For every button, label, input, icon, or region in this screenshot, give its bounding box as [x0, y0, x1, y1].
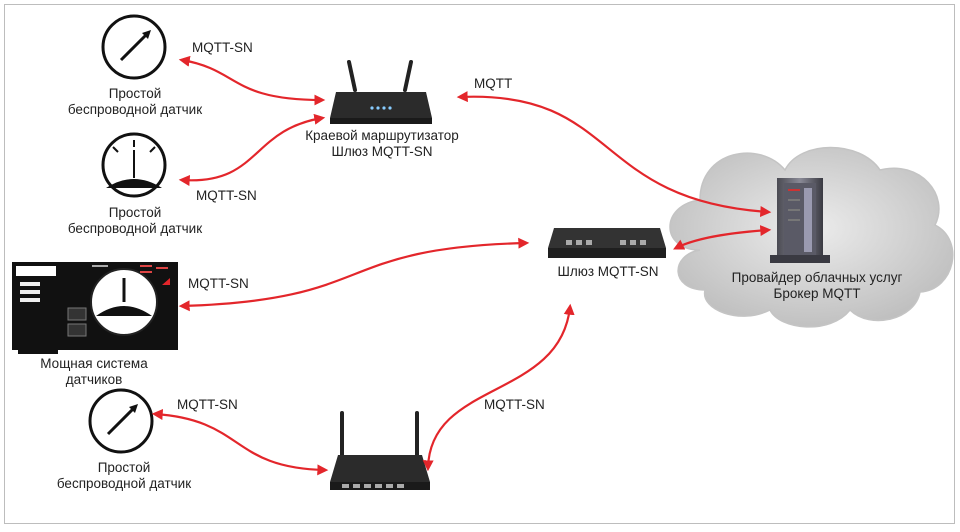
cloud-label-line1: Провайдер облачных услуг: [731, 270, 903, 285]
gauge-needle-icon: [101, 14, 167, 80]
router-icon: [330, 60, 432, 124]
protocol-label-sensor-mid: MQTT-SN: [196, 188, 257, 203]
sensor-top-label-line1: Простой: [108, 86, 162, 101]
protocol-label-powerful: MQTT-SN: [188, 276, 249, 291]
sensor-mid-label-line2: беспроводной датчик: [67, 221, 203, 236]
gateway-label: Шлюз MQTT-SN: [557, 264, 659, 279]
link-cloud-gateway: [673, 225, 772, 250]
powerful-sensor-label-line1: Мощная система: [40, 356, 148, 371]
protocol-label-lower-router: MQTT-SN: [484, 397, 545, 412]
control-panel-icon: [12, 262, 178, 354]
sensor-mid-label: Простой беспроводной датчик: [68, 205, 202, 237]
sensor-mid-label-line1: Простой: [108, 205, 162, 220]
server-rack-icon: [770, 178, 830, 263]
edge-router-label: Краевой маршрутизатор Шлюз MQTT-SN: [305, 128, 459, 160]
protocol-label-sensor-bottom: MQTT-SN: [177, 397, 238, 412]
sensor-bottom-label: Простой беспроводной датчик: [57, 460, 191, 492]
powerful-sensor-label: Мощная система датчиков: [40, 356, 147, 388]
link-sensor-bottom-router: [151, 409, 329, 476]
sensor-bottom-label-line1: Простой: [97, 460, 151, 475]
gauge-dial-icon: [101, 132, 167, 198]
link-router-gateway: [422, 303, 575, 472]
link-router-cloud: [456, 91, 772, 217]
sensor-top-label-line2: беспроводной датчик: [67, 102, 203, 117]
sensor-bottom-label-line2: беспроводной датчик: [56, 476, 192, 491]
link-powerful-gateway: [178, 237, 530, 312]
link-sensor-top-router: [178, 55, 326, 106]
cloud-label-line2: Брокер MQTT: [773, 286, 861, 301]
protocol-label-sensor-top: MQTT-SN: [192, 40, 253, 55]
router-icon: [330, 411, 430, 490]
link-sensor-mid-router: [178, 113, 326, 186]
edge-router-label-line2: Шлюз MQTT-SN: [331, 144, 433, 159]
protocol-label-router-cloud: MQTT: [474, 76, 513, 91]
sensor-top-label: Простой беспроводной датчик: [68, 86, 202, 118]
gauge-needle-icon: [88, 388, 154, 454]
powerful-sensor-label-line2: датчиков: [65, 372, 123, 387]
switch-icon: [548, 228, 666, 258]
cloud-label: Провайдер облачных услуг Брокер MQTT: [732, 270, 903, 302]
edge-router-label-line1: Краевой маршрутизатор: [305, 128, 459, 143]
